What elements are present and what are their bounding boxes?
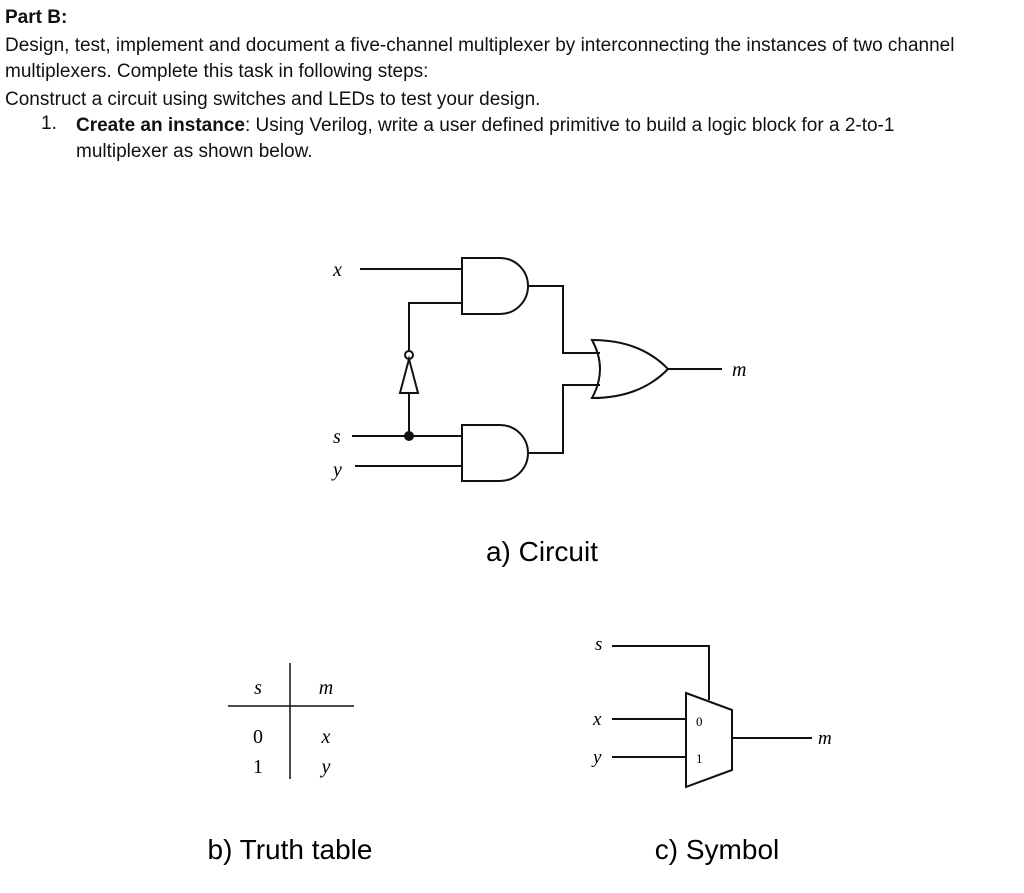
symbol-input-0: 0 [696,714,703,729]
circuit-caption: a) Circuit [486,536,598,567]
list-item-number: 1. [41,113,57,134]
symbol-wire-s [612,645,710,700]
truth-table-row1-m: y [320,756,331,778]
inverter-triangle [398,355,420,394]
circuit-label-y: y [331,459,342,481]
mux-trapezoid [685,691,733,789]
wire-and-top-to-or [528,285,600,354]
test-paragraph: Construct a circuit using switches and L… [5,89,541,110]
list-item-label: Create an instance [76,115,245,136]
truth-table-header-m: m [319,677,333,699]
and-gate-top [461,257,529,315]
symbol-input-1: 1 [696,751,703,766]
truth-table-header-s: s [254,677,262,699]
circuit-label-s: s [333,426,341,448]
list-item-body: Create an instance: Using Verilog, write… [76,113,976,165]
wire-and-bottom-to-or [528,384,600,454]
junction-dot [404,431,414,441]
part-heading: Part B: [5,7,68,28]
symbol-label-x: x [592,709,602,730]
truth-table-row0-m: x [321,726,331,748]
list-item-text: : Using Verilog, write a user defined pr… [76,115,895,162]
symbol-caption: c) Symbol [655,834,779,865]
circuit-label-x: x [332,259,342,281]
truth-table-row0-s: 0 [253,726,263,748]
symbol-label-m: m [818,728,832,749]
truth-table-caption: b) Truth table [208,834,373,865]
symbol-label-y: y [591,747,602,768]
symbol-label-s: s [595,634,602,655]
mux-symbol [612,645,812,789]
or-gate [590,338,670,400]
truth-table-grid [228,663,354,779]
truth-table-row1-s: 1 [253,756,263,778]
wire-not-to-and [408,302,462,351]
intro-paragraph: Design, test, implement and document a f… [5,35,955,82]
circuit-diagram [352,257,722,482]
and-gate-bottom [461,424,529,482]
circuit-label-m: m [732,359,746,381]
